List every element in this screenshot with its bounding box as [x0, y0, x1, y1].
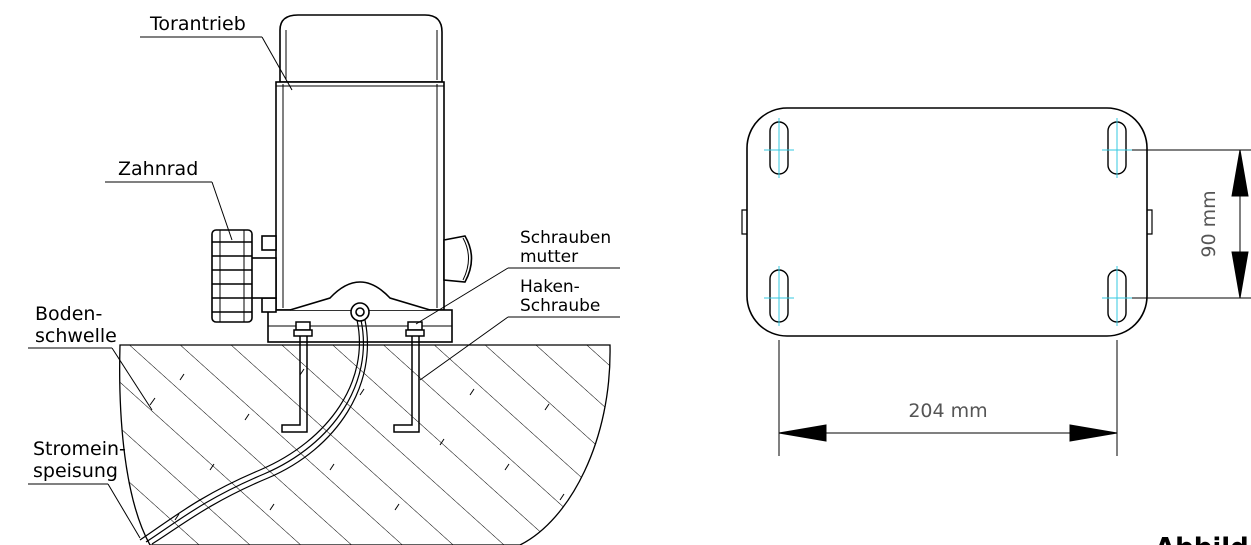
ground-dashes — [149, 368, 565, 521]
ground-section — [119, 344, 611, 545]
cable-bracket — [289, 281, 431, 311]
side-bolt-upper — [261, 235, 277, 251]
hook-bolts — [281, 321, 425, 433]
labels: Torantrieb Zahnrad Schrauben mutter Hake… — [28, 13, 620, 539]
right-housing — [443, 235, 473, 283]
figure-caption: Abbild — [1155, 533, 1249, 545]
width-dimension-text: 204 mm — [908, 400, 987, 422]
height-dimension-text: 90 mm — [1198, 190, 1220, 257]
label-hook-2: Schraube — [520, 296, 600, 316]
side-bolt-lower — [261, 297, 277, 313]
ground-outline — [119, 344, 611, 545]
operator-cap — [279, 14, 443, 83]
base-plate-drawing: 204 mm 90 mm — [741, 107, 1251, 456]
label-hook-1: Haken- — [520, 277, 580, 297]
base-plate-outline — [746, 107, 1148, 337]
power-cable — [139, 319, 369, 545]
label-power-2: speisung — [33, 460, 118, 482]
hook-bolt-right — [393, 322, 420, 433]
hook-bolt-left — [281, 322, 308, 433]
label-sill-2: schwelle — [35, 325, 117, 347]
width-dimension — [778, 340, 1118, 456]
operator-body — [275, 81, 445, 311]
label-sill-1: Boden- — [35, 303, 102, 325]
label-gear: Zahnrad — [118, 158, 198, 180]
gear — [211, 229, 277, 323]
gate-operator — [261, 14, 473, 343]
label-gate-operator: Torantrieb — [149, 13, 246, 35]
label-nut-1: Schrauben — [520, 228, 611, 248]
centerlines — [764, 118, 1132, 326]
label-nut-2: mutter — [520, 247, 578, 267]
label-power-1: Stromein- — [33, 438, 126, 460]
height-dimension — [1132, 149, 1251, 299]
